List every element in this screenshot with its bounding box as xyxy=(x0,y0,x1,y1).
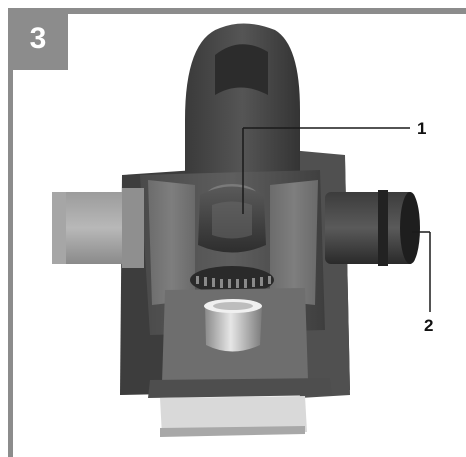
frame-left-border xyxy=(8,8,13,457)
callout-label-2: 2 xyxy=(424,316,434,335)
frame-top-border xyxy=(8,8,466,14)
figure-number-badge: 3 xyxy=(8,8,68,70)
callout-label-1: 1 xyxy=(417,119,427,138)
